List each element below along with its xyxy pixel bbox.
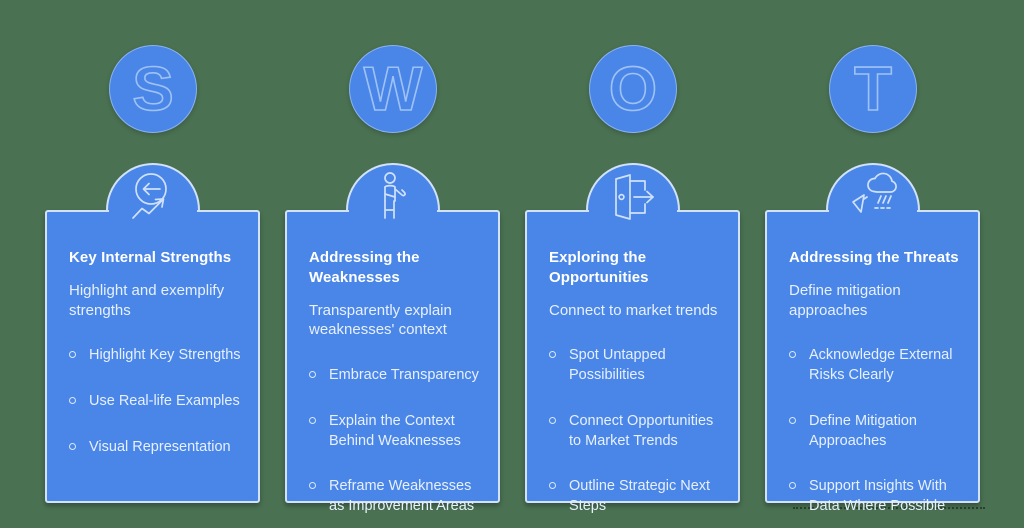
dotted-artifact-line: [793, 507, 985, 509]
list-item: Connect Opportunities to Market Trends: [549, 412, 724, 451]
list-item: Use Real-life Examples: [69, 392, 244, 412]
ring-bullet-icon: [549, 416, 556, 424]
list-item: Embrace Transparency: [309, 366, 484, 386]
notch-cover: [588, 208, 677, 216]
card-title: Key Internal Strengths: [69, 249, 232, 266]
column-opportunities: O Exploring the Opportunities Connect to…: [525, 0, 740, 528]
card-strengths: Key Internal Strengths Highlight and exe…: [45, 210, 260, 503]
letter-circle-w: W: [348, 45, 437, 133]
ring-bullet-icon: [309, 416, 316, 424]
letter-o-icon: O: [608, 54, 658, 125]
ring-bullet-icon: [789, 482, 796, 490]
ring-bullet-icon: [549, 351, 556, 359]
list-item: Highlight Key Strengths: [69, 346, 244, 366]
list-item: Define Mitigation Approaches: [789, 412, 964, 451]
list-item: Spot Untapped Possibilities: [549, 346, 724, 385]
ring-bullet-icon: [69, 442, 76, 450]
svg-text:T: T: [854, 55, 892, 124]
column-weaknesses: W Addressing the Weaknesses Transparentl…: [285, 0, 500, 528]
injured-person-arm-sling-icon: [369, 170, 417, 222]
list-item: Support Insights With Data Where Possibl…: [789, 477, 964, 516]
letter-circle-o: O: [588, 45, 677, 133]
svg-text:S: S: [132, 55, 173, 124]
card-opportunities: Exploring the Opportunities Connect to m…: [525, 210, 740, 514]
notch-cover: [828, 208, 917, 216]
ring-bullet-icon: [549, 482, 556, 490]
bullet-list: Spot Untapped Possibilities Connect Oppo…: [549, 346, 724, 516]
list-item: Explain the Context Behind Weaknesses: [309, 412, 484, 451]
letter-circle-s: S: [108, 45, 197, 133]
notch-cover: [348, 208, 437, 216]
list-item: Reframe Weaknesses as Improvement Areas: [309, 477, 484, 516]
ring-bullet-icon: [789, 416, 796, 424]
letter-w-icon: W: [362, 54, 423, 125]
converge-arrows-growth-icon: [126, 170, 180, 222]
letter-t-icon: T: [853, 54, 893, 125]
card-threats: Addressing the Threats Define mitigation…: [765, 210, 980, 514]
ring-bullet-icon: [309, 482, 316, 490]
card-weaknesses: Addressing the Weaknesses Transparently …: [285, 210, 500, 514]
storm-cloud-rain-icon: [841, 170, 905, 224]
notch-cover: [108, 208, 197, 216]
card-subtitle: Transparently explain weaknesses' contex…: [309, 301, 452, 339]
open-door-exit-arrow-icon: [606, 170, 660, 222]
ring-bullet-icon: [69, 351, 76, 359]
card-subtitle: Define mitigation approaches: [789, 281, 901, 319]
card-subtitle: Connect to market trends: [549, 301, 718, 319]
column-strengths: S Key Internal Strengths Highlight and e…: [45, 0, 260, 528]
bullet-list: Acknowledge External Risks Clearly Defin…: [789, 346, 964, 516]
card-title: Exploring the Opportunities: [549, 249, 649, 286]
column-threats: T Addressing the Threats Define mitigati…: [765, 0, 985, 528]
ring-bullet-icon: [69, 397, 76, 405]
ring-bullet-icon: [789, 351, 796, 359]
letter-circle-t: T: [828, 45, 917, 133]
card-title: Addressing the Threats: [789, 249, 959, 266]
list-item: Outline Strategic Next Steps: [549, 477, 724, 516]
bullet-list: Highlight Key Strengths Use Real-life Ex…: [69, 346, 244, 457]
ring-bullet-icon: [309, 371, 316, 379]
list-item: Acknowledge External Risks Clearly: [789, 346, 964, 385]
list-item: Visual Representation: [69, 438, 244, 458]
letter-s-icon: S: [131, 54, 174, 125]
card-subtitle: Highlight and exemplify strengths: [69, 281, 225, 319]
svg-text:O: O: [608, 55, 656, 124]
card-title: Addressing the Weaknesses: [309, 249, 420, 286]
bullet-list: Embrace Transparency Explain the Context…: [309, 366, 484, 517]
svg-text:W: W: [363, 55, 422, 124]
swot-columns: S Key Internal Strengths Highlight and e…: [45, 0, 985, 528]
